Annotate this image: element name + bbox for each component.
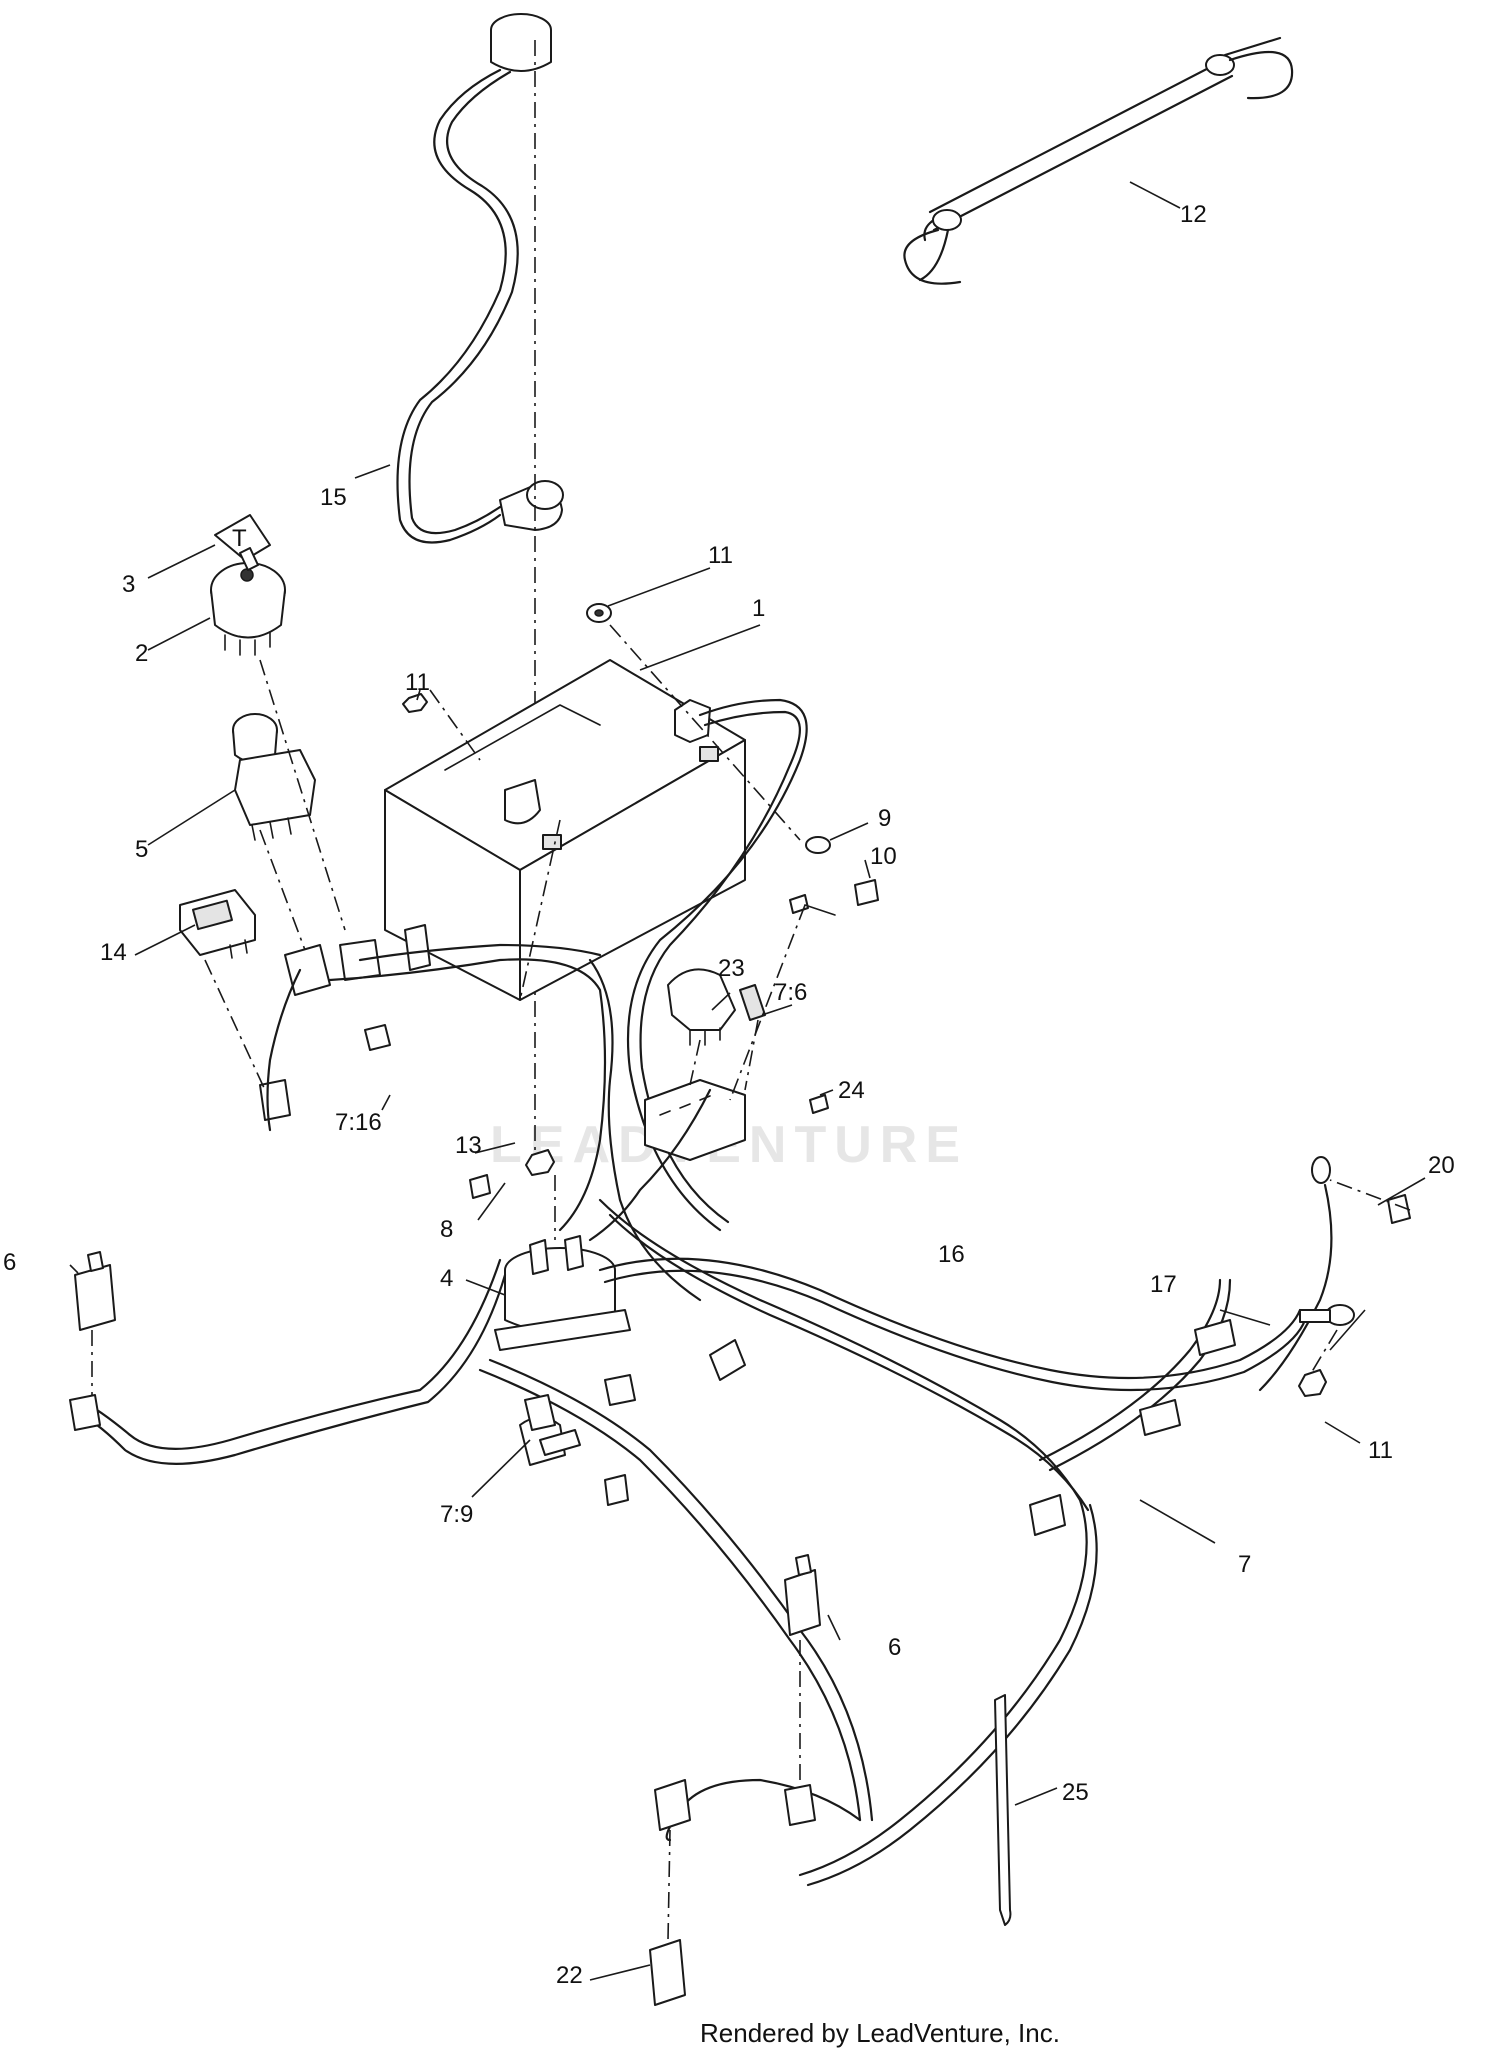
callout-15: 15 [320, 484, 347, 511]
callout-7-6: 7:6 [774, 979, 807, 1006]
callout-16: 16 [938, 1241, 965, 1268]
callout-4: 4 [440, 1265, 453, 1292]
part-4-solenoid [494, 1235, 631, 1351]
part-23-relay [667, 968, 736, 1046]
part-22-connector [649, 1779, 691, 2006]
part-3-key: T [214, 514, 271, 571]
callout-11-right: 11 [1368, 1437, 1393, 1464]
part-15-cable [396, 13, 564, 544]
svg-text:T: T [232, 525, 247, 552]
callout-11-left: 11 [405, 669, 430, 696]
connector-7-9 [524, 1394, 556, 1431]
callout-23: 23 [718, 955, 745, 982]
callout-8: 8 [440, 1216, 453, 1243]
part-7-main-harness [78, 943, 1232, 1887]
callout-2: 2 [135, 640, 148, 667]
callout-24: 24 [838, 1077, 865, 1104]
part-5-pto-switch [232, 713, 316, 841]
callout-12: 12 [1180, 201, 1207, 228]
part-2-key-switch [210, 562, 286, 656]
part-25-cable-tie [994, 1694, 1012, 1926]
assembly-dashlines [91, 624, 1411, 1941]
fuse-relay-block [644, 1079, 746, 1161]
render-credit: Rendered by LeadVenture, Inc. [700, 2018, 1060, 2048]
part-12-strap [903, 36, 1294, 285]
part-16-cable-inner [603, 1269, 1307, 1392]
callout-6-left: 6 [3, 1249, 16, 1276]
callout-22: 22 [556, 1962, 583, 1989]
callout-13: 13 [455, 1132, 482, 1159]
ring-terminal-17 [1311, 1156, 1331, 1184]
callout-5: 5 [135, 836, 148, 863]
part-6-switch-left [69, 1251, 116, 1431]
callout-14: 14 [100, 939, 127, 966]
callout-leaders [69, 181, 1426, 1981]
part-6-switch-center [784, 1554, 821, 1826]
callout-20: 20 [1428, 1152, 1455, 1179]
callout-7-9: 7:9 [440, 1501, 473, 1528]
callout-3: 3 [122, 571, 135, 598]
callout-25: 25 [1062, 1779, 1089, 1806]
harness-clips [604, 1319, 1236, 1536]
callout-7-16: 7:16 [335, 1109, 382, 1136]
callout-10: 10 [870, 843, 897, 870]
callout-7: 7 [1238, 1551, 1251, 1578]
callout-17: 17 [1150, 1271, 1177, 1298]
battery-cable [626, 698, 808, 1232]
fuse-7-6 [739, 984, 766, 1021]
callout-labels: 12 15 3 2 11 1 11 5 9 10 14 23 7:6 24 7:… [3, 201, 1455, 1989]
callout-6-center: 6 [888, 1634, 901, 1661]
part-17-ground-cable [1258, 1183, 1333, 1392]
callout-9: 9 [878, 805, 891, 832]
part-14-hour-meter [179, 889, 256, 959]
part-16-cable [598, 1257, 1302, 1380]
callout-1: 1 [752, 595, 765, 622]
callout-11-top: 11 [708, 542, 733, 569]
